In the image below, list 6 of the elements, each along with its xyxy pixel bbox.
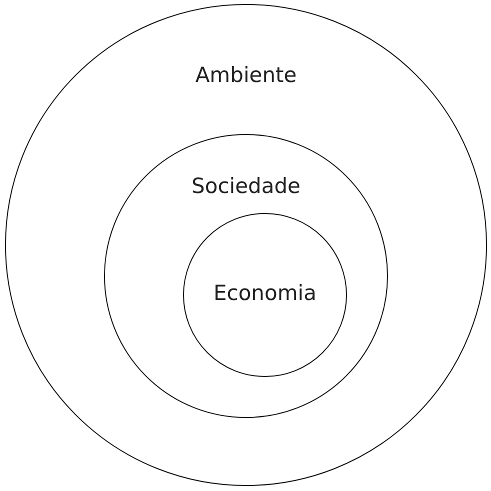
circle-node [183, 213, 347, 377]
circle-node [104, 134, 388, 418]
circle-label: Ambiente [195, 62, 297, 88]
circle-label: Economia [214, 280, 316, 306]
circle-node [5, 4, 487, 486]
circle-label: Sociedade [192, 173, 300, 199]
